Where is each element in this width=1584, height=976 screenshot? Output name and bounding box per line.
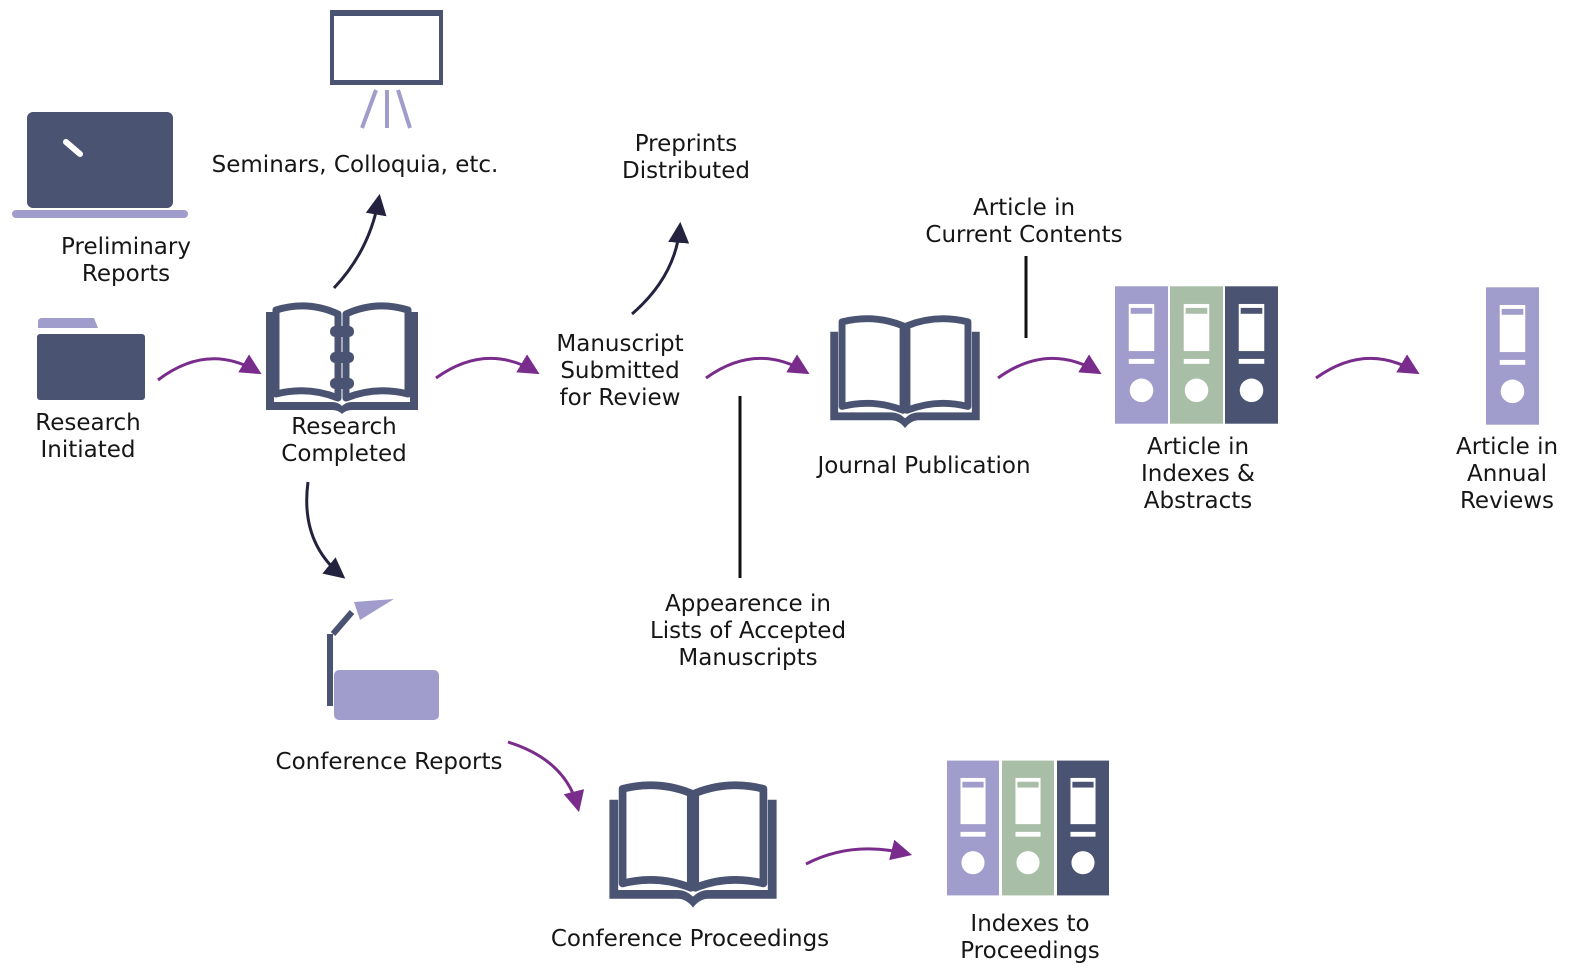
label-accepted-lists: Appearence in Lists of Accepted Manuscri… (649, 591, 847, 671)
arrow-completed-to-manuscript (435, 354, 540, 380)
label-research-initiated: Research Initiated (35, 410, 141, 463)
label-preliminary-reports: Preliminary Reports (61, 234, 191, 287)
label-indexes-proceedings: Indexes to Proceedings (960, 911, 1100, 964)
label-conference-proceedings: Conference Proceedings (550, 926, 830, 952)
label-conference-reports: Conference Reports (275, 749, 503, 775)
arrow-journal-to-indexes (997, 354, 1102, 380)
folder-icon (37, 318, 145, 400)
label-journal-publication: Journal Publication (817, 453, 1031, 479)
label-manuscript: Manuscript Submitted for Review (556, 331, 684, 411)
binders-icon (947, 760, 1109, 896)
projector-screen-icon (330, 10, 443, 129)
label-seminars: Seminars, Colloquia, etc. (211, 152, 499, 178)
laptop-icon (12, 112, 188, 218)
arrow-initiated-to-completed (157, 354, 262, 382)
arrow-manuscript-to-preprints (631, 221, 690, 316)
binder-icon (1486, 287, 1539, 425)
overhead-projector-icon (327, 599, 439, 720)
label-preprints: Preprints Distributed (622, 131, 750, 184)
open-book-icon (609, 785, 776, 907)
arrow-manuscript-to-journal (705, 354, 810, 380)
arrow-proceedings-to-indexes (805, 839, 913, 866)
label-research-completed: Research Completed (281, 414, 407, 467)
open-book-icon (830, 319, 979, 428)
label-indexes-abstracts: Article in Indexes & Abstracts (1141, 434, 1255, 514)
label-annual-reviews: Article in Annual Reviews (1455, 434, 1559, 514)
arrow-reports-to-proceedings (507, 740, 585, 813)
label-current-contents: Article in Current Contents (925, 195, 1123, 248)
arrow-completed-to-conference (305, 481, 346, 579)
arrow-completed-to-seminars (332, 193, 387, 290)
flow-arrows (157, 354, 1420, 866)
spiral-notebook-icon (266, 302, 418, 414)
branch-arrows (305, 193, 690, 579)
binders-icon (1115, 286, 1278, 424)
arrow-indexes-to-annual (1315, 354, 1420, 380)
